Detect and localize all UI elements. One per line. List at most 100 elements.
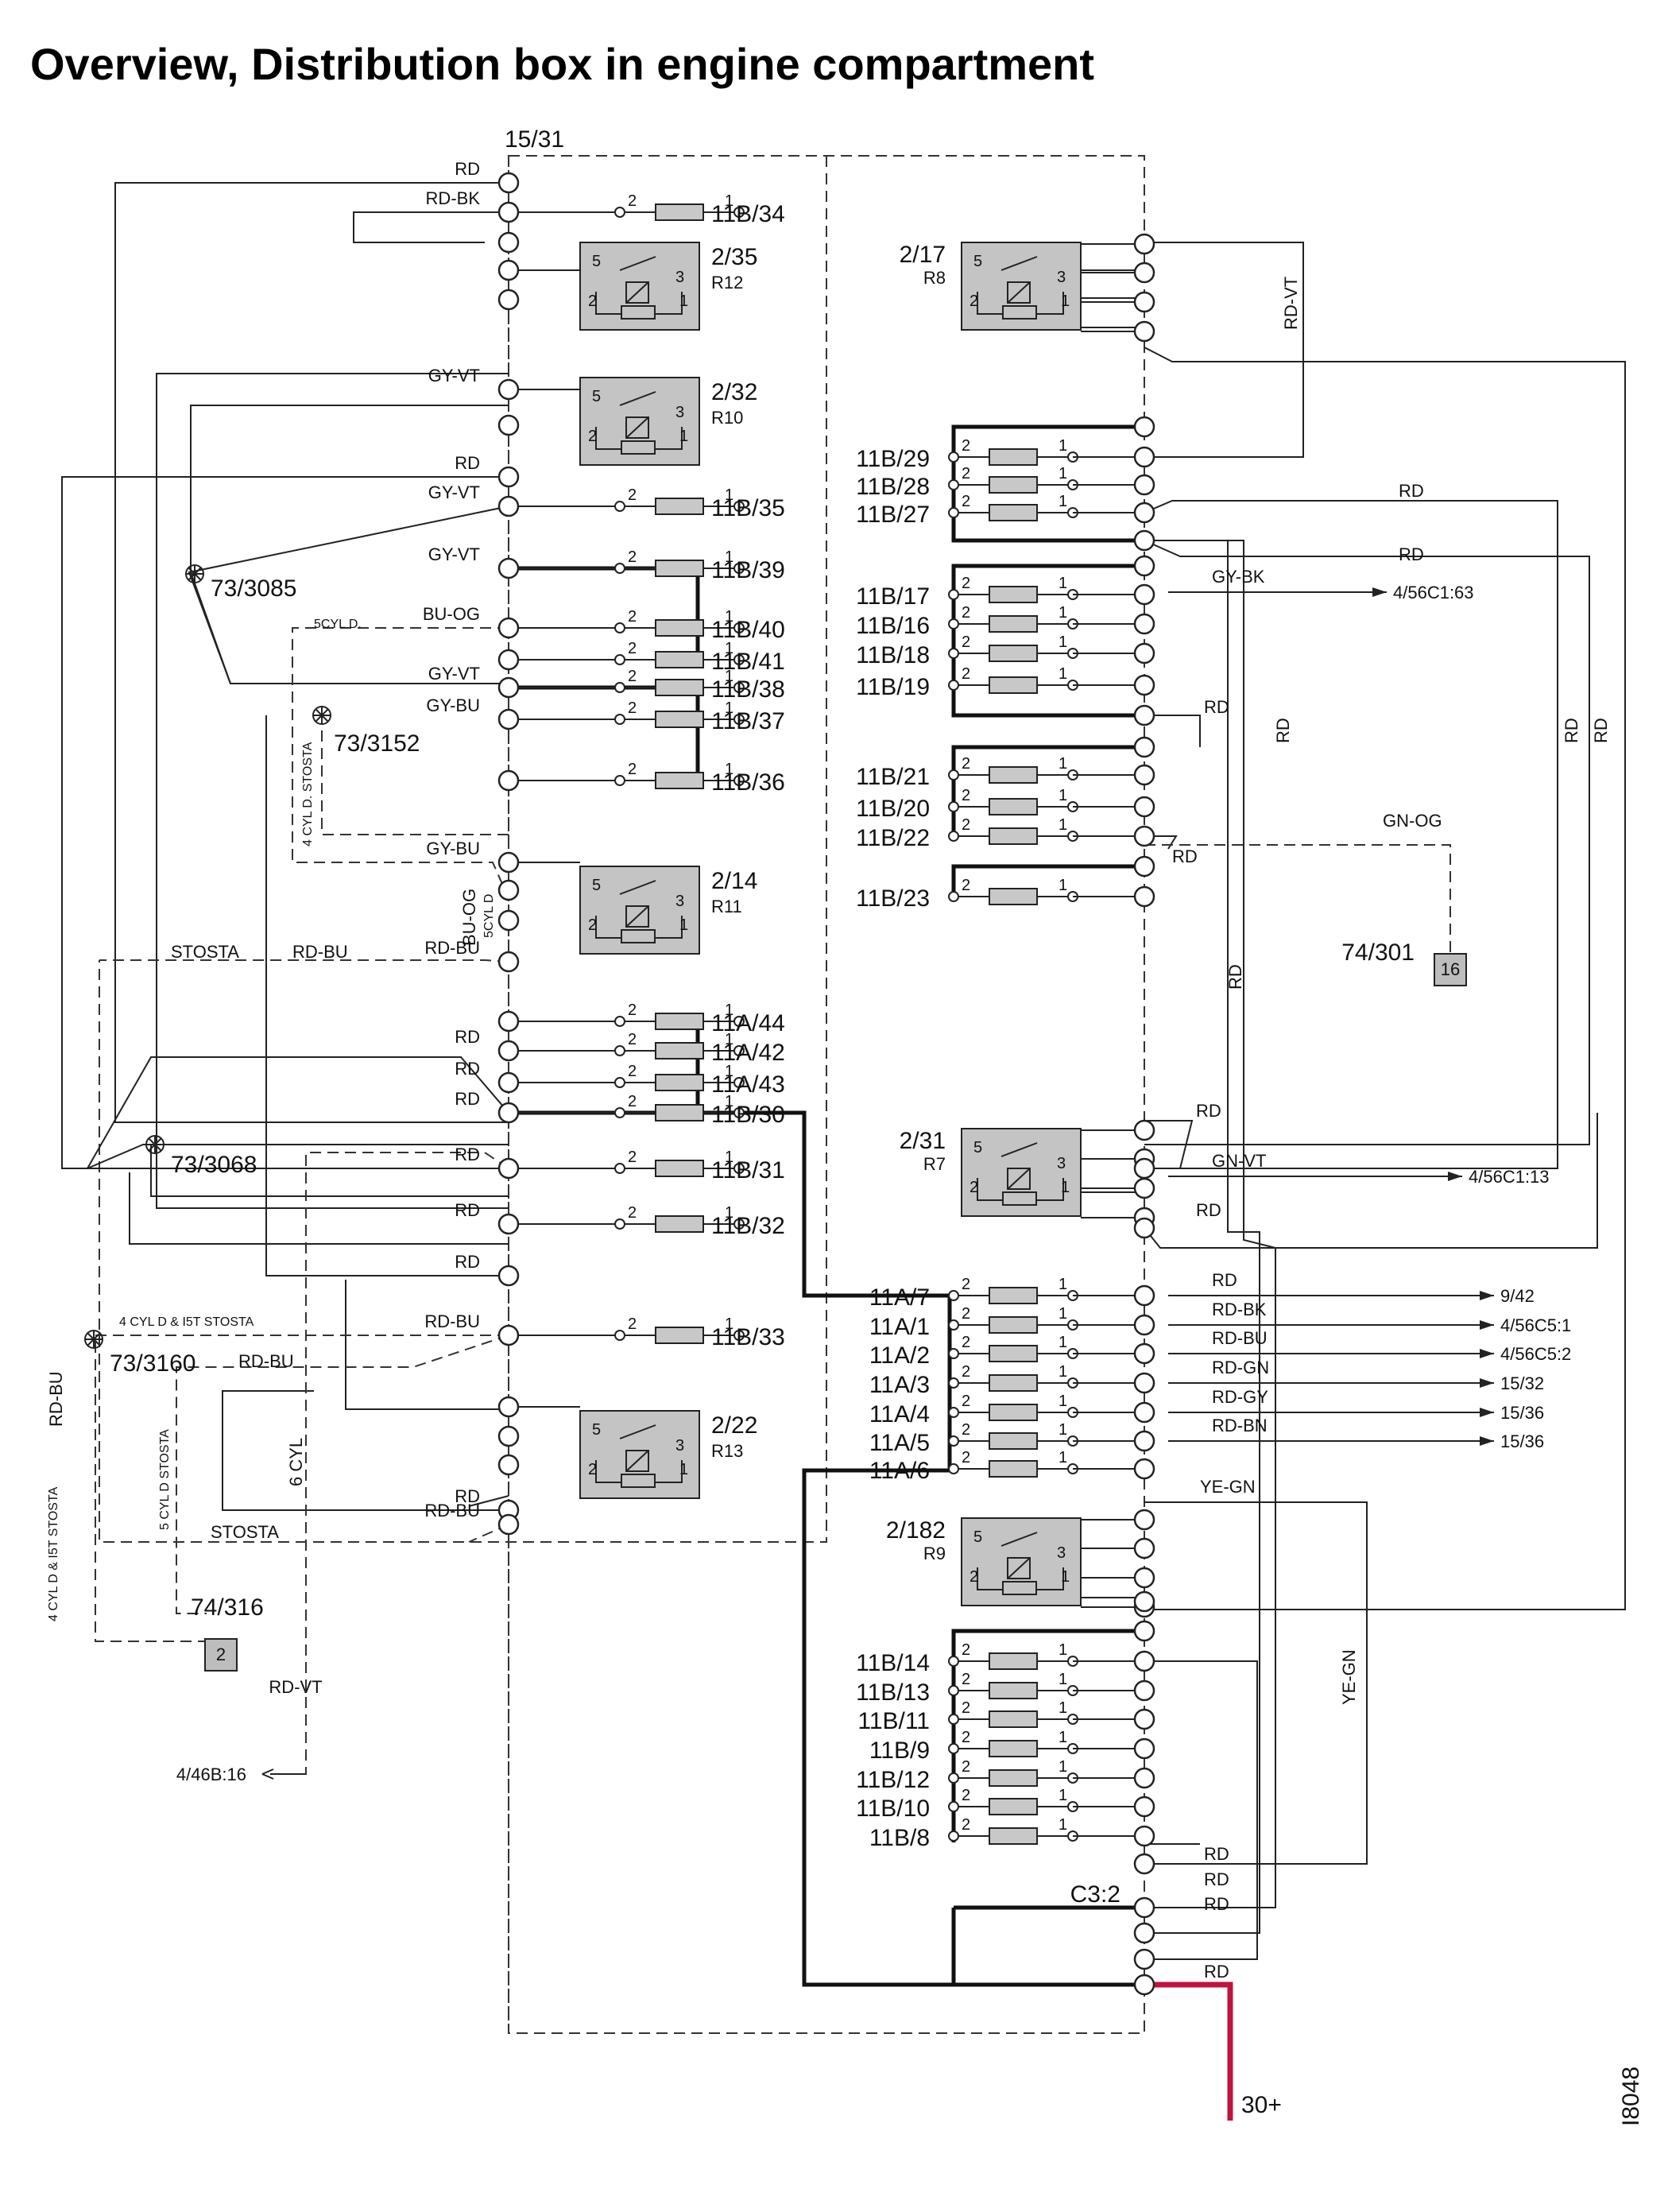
svg-text:1: 1 [725, 1149, 733, 1166]
splice [145, 1135, 164, 1154]
svg-text:1: 1 [725, 1031, 733, 1048]
svg-text:1: 1 [1059, 633, 1067, 651]
right-terminal [1133, 1430, 1155, 1452]
fuse-id: 11B/32 [711, 1213, 785, 1239]
svg-text:2: 2 [962, 1699, 970, 1717]
left-terminal [497, 676, 520, 699]
svg-text:5: 5 [592, 253, 601, 270]
svg-text:2: 2 [962, 1816, 970, 1834]
fuse-id: 11B/27 [856, 502, 930, 528]
variant-label: 4 CYL D & I5T STOSTA [119, 1315, 254, 1329]
fuse-id: 11B/19 [856, 674, 930, 700]
wire-color-label: RD-BK [426, 188, 481, 208]
wire-color-label: RD [455, 159, 480, 179]
right-terminal [1133, 1284, 1155, 1307]
svg-text:1: 1 [725, 192, 733, 210]
right-terminal [1133, 416, 1155, 438]
relay-sub-id: R9 [923, 1544, 946, 1563]
output-wire: GY-BK4/56C1:63 [1168, 567, 1474, 602]
right-terminal [1133, 855, 1155, 877]
svg-text:2: 2 [628, 1204, 637, 1222]
left-terminal [497, 1265, 520, 1287]
right-terminal [1133, 885, 1155, 908]
left-terminal [497, 289, 520, 311]
svg-text:2: 2 [588, 428, 597, 445]
wire-color-label: RD [455, 1145, 480, 1164]
svg-text:1: 1 [725, 486, 733, 504]
svg-text:2: 2 [962, 1305, 970, 1323]
fuse-id: 11B/20 [856, 796, 930, 822]
wire-color-label: GN-OG [1383, 811, 1442, 831]
left-terminal [497, 649, 520, 671]
svg-text:1: 1 [1061, 1568, 1070, 1586]
left-terminal [497, 378, 520, 401]
splice [84, 1330, 103, 1349]
svg-text:2: 2 [970, 1568, 978, 1586]
wire-color-label: RD [1225, 964, 1245, 990]
svg-text:1: 1 [1059, 575, 1067, 592]
drawing-number: I8048 [1618, 2067, 1644, 2126]
left-terminal [497, 1071, 520, 1094]
right-terminal [1133, 261, 1155, 284]
left-terminal [497, 1513, 520, 1536]
fuse-id: 11B/31 [711, 1157, 785, 1183]
svg-text:2: 2 [962, 1449, 970, 1466]
svg-text:2: 2 [628, 608, 637, 626]
left-row: RD-BU [424, 938, 520, 973]
wire-color-label: RD [455, 1200, 480, 1220]
fuse-id: 11B/22 [856, 825, 930, 851]
right-terminal [1133, 1590, 1155, 1613]
right-terminal [1133, 1509, 1155, 1531]
wire-color-label: GY-BU [426, 695, 480, 715]
fuse-id: 11B/16 [856, 613, 930, 639]
svg-text:1: 1 [1059, 1305, 1067, 1323]
svg-text:1: 1 [679, 1461, 688, 1478]
svg-text:1: 1 [679, 428, 688, 445]
fuse-id: 11B/38 [711, 676, 785, 703]
wire-color-label: RD [1204, 1894, 1229, 1914]
destination-label: 4/56C1:13 [1469, 1167, 1550, 1187]
wire-color-label: RD [455, 453, 480, 473]
svg-text:1: 1 [679, 916, 688, 934]
wire-color-label: GY-VT [428, 366, 480, 385]
svg-text:2: 2 [628, 1063, 637, 1080]
svg-text:1: 1 [725, 548, 733, 566]
right-terminal [1133, 1401, 1155, 1424]
variant-label: 4 CYL D & I5T STOSTA [47, 1486, 60, 1621]
left-terminal [497, 1213, 520, 1235]
wire-color-label: RD [1591, 718, 1611, 743]
right-terminal [1133, 1458, 1155, 1480]
svg-text:2: 2 [962, 633, 970, 651]
svg-text:2: 2 [962, 1729, 970, 1746]
destination-label: 15/36 [1500, 1403, 1544, 1423]
svg-text:1: 1 [725, 699, 733, 717]
svg-text:5: 5 [592, 1421, 601, 1439]
right-terminal [1133, 1537, 1155, 1559]
relay-sub-id: R7 [923, 1154, 946, 1174]
wire-color-label: GN-VT [1212, 1151, 1266, 1171]
left-terminal [497, 617, 520, 639]
fuse-id: 11B/17 [856, 583, 930, 610]
